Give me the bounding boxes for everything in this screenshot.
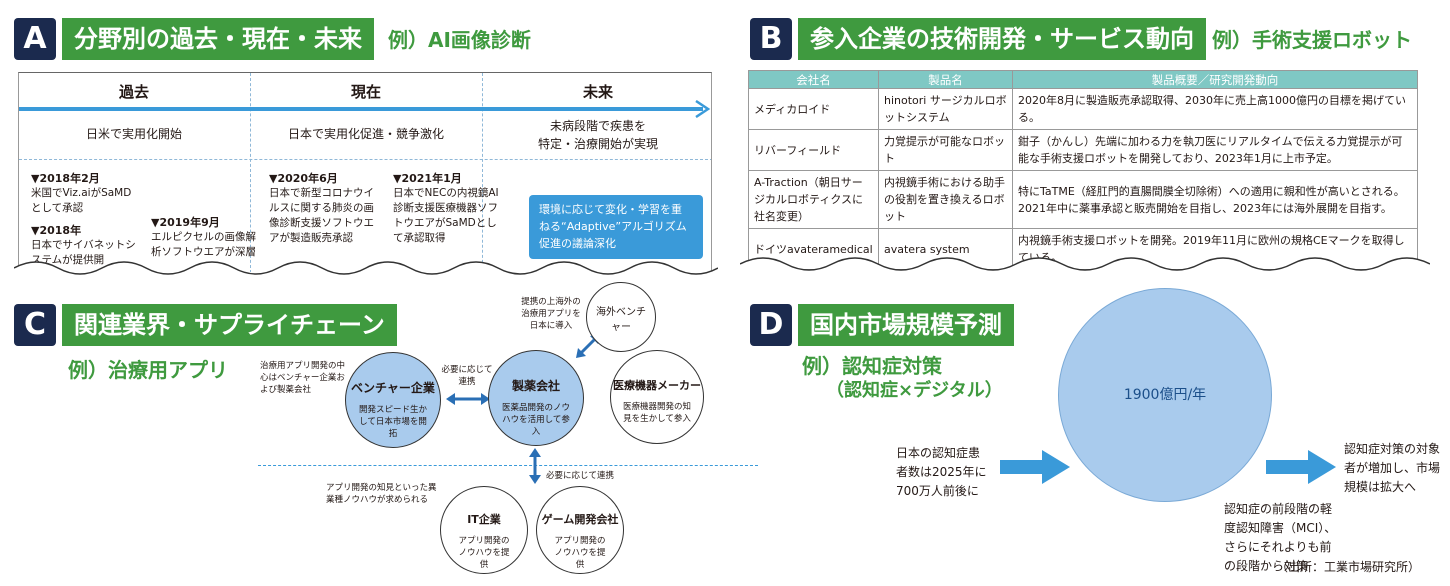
panel-b-example: 例）手術支援ロボット bbox=[1212, 28, 1412, 52]
table-header-row: 会社名 製品名 製品概要／研究開発動向 bbox=[748, 70, 1418, 89]
table-row: メディカロイド hinotori サージカルロボットシステム 2020年8月に製… bbox=[748, 88, 1418, 130]
panel-b-letter: B bbox=[750, 18, 792, 60]
market-expansion-text: 認知症対策の対象者が増加し、市場規模は拡大へ bbox=[1344, 442, 1441, 494]
summary-present: 日本で実用化促進・競争激化 bbox=[287, 127, 444, 141]
cell-product: 内視鏡手術における助手の役割を置き換えるロボット bbox=[878, 170, 1013, 229]
panel-b-title: 参入企業の技術開発・サービス動向 bbox=[798, 18, 1206, 60]
double-arrow-horizontal bbox=[446, 393, 490, 405]
torn-edge-a bbox=[14, 261, 718, 286]
event-2018: ▼2018年 日本でサイバネットシステムが提供開 bbox=[31, 224, 136, 266]
node-venture: ベンチャー企業 開発スピード生かして日本市場を開拓 bbox=[345, 352, 441, 448]
divider bbox=[19, 159, 711, 160]
cell-company: リバーフィールド bbox=[748, 129, 879, 171]
cell-product: 力覚提示が可能なロボット bbox=[878, 129, 1013, 171]
panel-c-title: 関連業界・サプライチェーン bbox=[62, 304, 397, 346]
cell-summary: 鉗子（かんし）先端に加わる力を執刀医にリアルタイムで伝える力覚提示が可能な手術支… bbox=[1012, 129, 1418, 171]
link-note-1: 必要に応じて連携 bbox=[441, 365, 493, 387]
robot-company-table: 会社名 製品名 製品概要／研究開発動向 メディカロイド hinotori サージ… bbox=[748, 70, 1418, 270]
market-size-value: 1900億円/年 bbox=[1123, 387, 1207, 403]
col-product: 製品名 bbox=[878, 70, 1013, 89]
market-size-circle bbox=[1058, 288, 1272, 502]
panel-d-letter: D bbox=[750, 304, 792, 346]
panel-a-title: 分野別の過去・現在・未来 bbox=[62, 18, 374, 60]
node-game-company: ゲーム開発会社 アプリ開発のノウハウを提供 bbox=[536, 486, 624, 574]
summary-past: 日米で実用化開始 bbox=[85, 127, 182, 141]
arrow-right-icon bbox=[1000, 450, 1070, 484]
node-pharma: 製薬会社 医薬品開発のノウハウを活用して参入 bbox=[488, 350, 584, 446]
panel-a-example: 例）AI画像診断 bbox=[388, 28, 531, 52]
patients-text: 日本の認知症患者数は2025年に700万人前後に bbox=[896, 446, 987, 498]
cell-product: hinotori サージカルロボットシステム bbox=[878, 88, 1013, 130]
know-how-note: アプリ開発の知見といった異業種ノウハウが求められる bbox=[326, 483, 437, 505]
node-it-company: IT企業 アプリ開発のノウハウを提供 bbox=[440, 486, 528, 574]
table-row: リバーフィールド 力覚提示が可能なロボット 鉗子（かんし）先端に加わる力を執刀医… bbox=[748, 129, 1418, 171]
torn-edge-b bbox=[740, 257, 1430, 286]
cell-summary: 特にTaTME（経肛門的直腸間膜全切除術）への適用に親和性が高いとされる。202… bbox=[1012, 170, 1418, 229]
panel-c-letter: C bbox=[14, 304, 56, 346]
event-2020-jun: ▼2020年6月 日本で新型コロナウイルスに関する肺炎の画像診断支援ソフトウエア… bbox=[269, 172, 374, 244]
divider bbox=[258, 465, 758, 466]
double-arrow-vertical bbox=[529, 448, 541, 484]
divider bbox=[482, 73, 483, 272]
summary-future-line2: 特定・治療開始が実現 bbox=[537, 137, 658, 151]
future-callout: 環境に応じて変化・学習を重ねる“Adaptive”アルゴリズム促進の議論深化 bbox=[529, 195, 703, 259]
panel-d-example: 例）認知症対策 bbox=[802, 354, 942, 378]
cell-company: A-Traction（朝日サージカルロボティクスに社名変更） bbox=[748, 170, 879, 229]
col-summary: 製品概要／研究開発動向 bbox=[1012, 70, 1418, 89]
table-row: A-Traction（朝日サージカルロボティクスに社名変更） 内視鏡手術における… bbox=[748, 170, 1418, 229]
timeline-arrow bbox=[19, 100, 711, 118]
timeline-frame: 過去 現在 未来 日米で実用化開始 日本で実用化促進・競争激化 未病段階で疾患を… bbox=[18, 72, 712, 272]
column-present: 現在 bbox=[350, 83, 381, 101]
panel-d-title: 国内市場規模予測 bbox=[798, 304, 1014, 346]
venture-note: 治療用アプリ開発の中心はベンチャー企業および製薬会社 bbox=[260, 361, 346, 395]
arrow-right-icon bbox=[1266, 450, 1336, 484]
node-device-maker: 医療機器メーカー 医療機器開発の知見を生かして参入 bbox=[610, 350, 704, 444]
cell-company: メディカロイド bbox=[748, 88, 879, 130]
event-2019-sep: ▼2019年9月 エルピクセルの画像解析ソフトウエアが深層 bbox=[151, 216, 256, 258]
panel-a-letter: A bbox=[14, 18, 56, 60]
column-past: 過去 bbox=[118, 83, 149, 101]
cell-summary: 2020年8月に製造販売承認取得、2030年に売上高1000億円の目標を掲げてい… bbox=[1012, 88, 1418, 130]
node-overseas-venture: 海外ベンチャー bbox=[586, 282, 656, 352]
divider bbox=[250, 73, 251, 272]
overseas-note: 提携の上海外の治療用アプリを日本に導入 bbox=[521, 297, 581, 331]
panel-d-example-sub: （認知症×デジタル） bbox=[826, 380, 1003, 401]
source-note: （出所：工業市場研究所） bbox=[1276, 560, 1421, 574]
panel-c-example: 例）治療用アプリ bbox=[68, 358, 228, 382]
column-future: 未来 bbox=[582, 83, 613, 101]
col-company: 会社名 bbox=[748, 70, 879, 89]
summary-future-line1: 未病段階で疾患を bbox=[549, 119, 646, 133]
mci-text: 認知症の前段階の軽度認知障害（MCI）、さらにそれよりも前の段階から対策 bbox=[1224, 502, 1337, 573]
link-note-2: 必要に応じて連携 bbox=[546, 471, 615, 481]
